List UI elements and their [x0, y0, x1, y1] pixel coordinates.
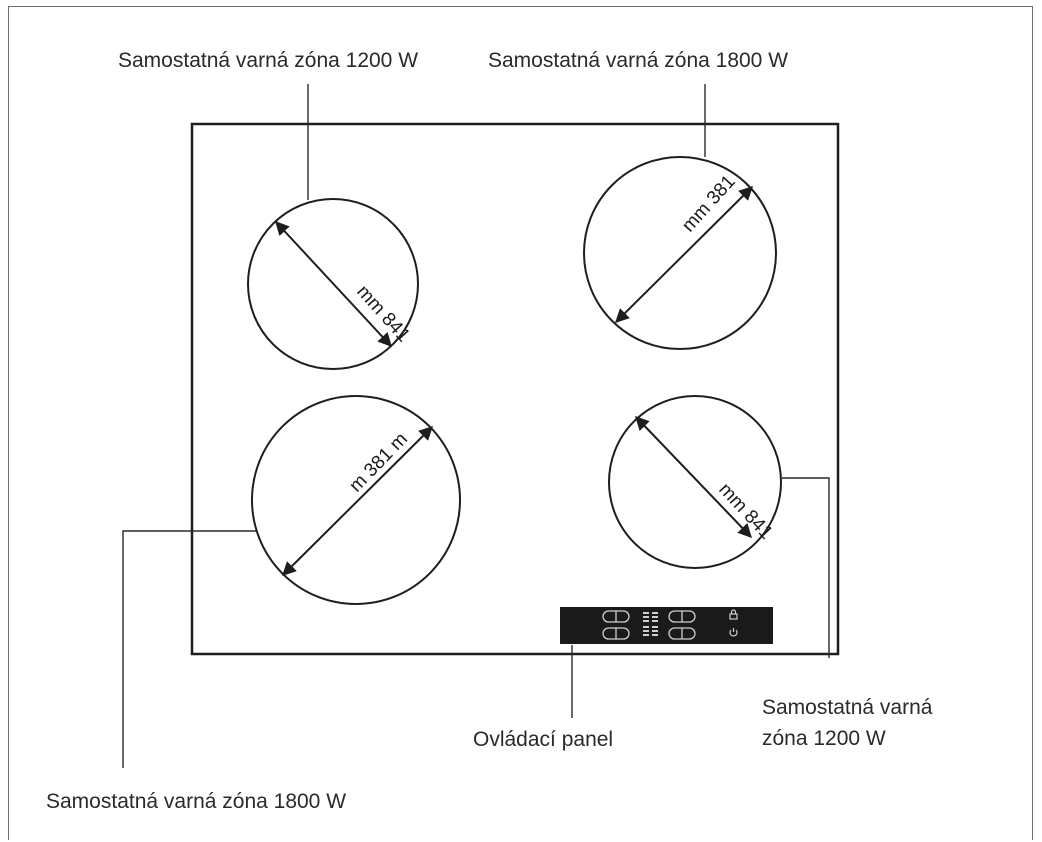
control-panel [560, 607, 773, 644]
dimension-arrow-bottom-right [635, 415, 752, 539]
diagram-frame [8, 6, 1033, 840]
power-icon [729, 628, 738, 637]
lock-icon [729, 609, 738, 620]
label-zone-bottom-left: Samostatná varná zóna 1800 W [46, 790, 346, 813]
cooking-zone-top-right [583, 156, 777, 350]
label-zone-bottom-right-line1: Samostatná varná [762, 696, 933, 719]
cooking-zone-bottom-left [251, 395, 461, 605]
label-control-panel: Ovládací panel [473, 728, 613, 751]
label-zone-bottom-right-line2: zóna 1200 W [762, 727, 886, 750]
dimension-arrow-top-right [615, 186, 753, 323]
dimension-arrow-bottom-left [282, 426, 433, 576]
cooking-zone-bottom-right [608, 395, 782, 569]
dimension-arrow-top-left [275, 220, 392, 348]
leader-bottom-left [122, 530, 260, 768]
display-icon [643, 612, 658, 636]
leader-bottom-right [782, 477, 830, 658]
label-zone-top-right: Samostatná varná zóna 1800 W [488, 49, 788, 72]
label-zone-top-left: Samostatná varná zóna 1200 W [118, 49, 418, 72]
